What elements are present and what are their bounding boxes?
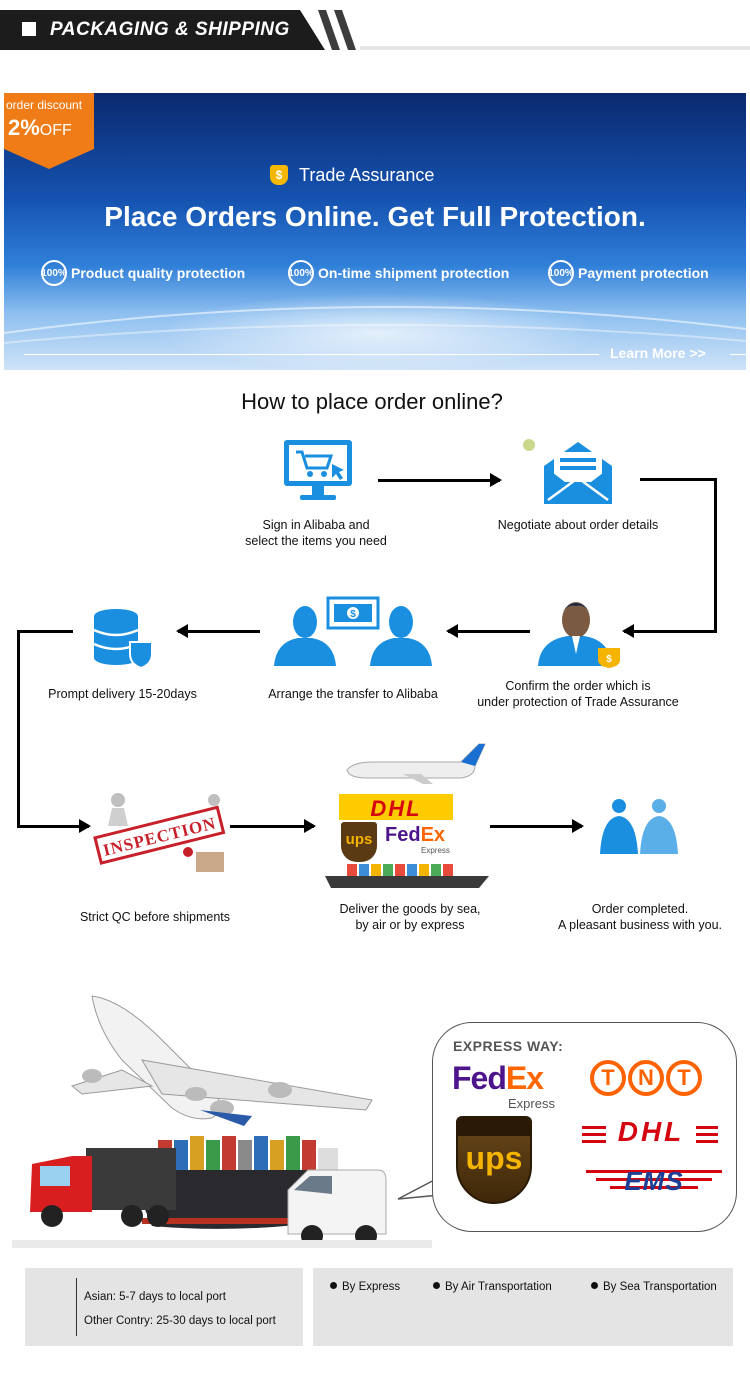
ups-logo: ups	[456, 1116, 532, 1204]
section-header: PACKAGING & SHIPPING	[0, 10, 750, 54]
step-delivery-caption: Prompt delivery 15-20days	[48, 687, 197, 701]
flow-arrow-7	[490, 819, 584, 833]
percent-badge-icon: 100%	[288, 260, 314, 286]
ems-logo: EMS	[586, 1166, 722, 1200]
percent-badge-icon: 100%	[548, 260, 574, 286]
step-qc-caption: Strict QC before shipments	[79, 910, 231, 924]
banner-light-streaks	[4, 305, 746, 344]
header-rule	[360, 46, 750, 50]
learn-more-rule-end	[730, 354, 746, 355]
method-sea: By Sea Transportation	[591, 1281, 717, 1293]
step-deliver-caption: Deliver the goods by sea,by air or by ex…	[339, 902, 481, 932]
cargo-plane-icon	[70, 995, 373, 1126]
delivery-time-box	[25, 1268, 303, 1346]
dhl-logo: DHL	[582, 1116, 718, 1148]
flow-arrow-1	[378, 473, 502, 487]
step-negotiate-caption: Negotiate about order details	[497, 518, 659, 532]
delivery-asian: Asian: 5-7 days to local port	[84, 1291, 226, 1303]
header-square-icon	[22, 22, 36, 36]
money-transfer-icon: $	[274, 596, 432, 666]
tnt-logo: T N T	[590, 1060, 706, 1100]
database-shield-icon	[93, 609, 153, 670]
flow-connector-left	[17, 630, 20, 828]
express-way-title: EXPRESS WAY:	[453, 1038, 564, 1054]
trade-assurance-shield-icon: $	[270, 165, 288, 185]
trade-assurance-banner[interactable]: order discount 2%OFF $ Trade Assurance P…	[4, 93, 746, 370]
method-express: By Express	[330, 1281, 400, 1293]
delivery-method-box	[313, 1268, 733, 1346]
flow-arrow-2	[622, 624, 717, 638]
flow-connector-left-top	[17, 630, 73, 633]
transport-illustration	[12, 995, 432, 1248]
fedex-logo: FedEx Express	[452, 1060, 555, 1111]
bullet-icon	[433, 1282, 440, 1289]
flow-arrow-3	[446, 624, 530, 638]
van-icon	[287, 1169, 387, 1247]
banner-glow	[154, 293, 604, 370]
fedex-logo-small: FedEx Express	[385, 824, 450, 855]
ups-logo-small: ups	[341, 822, 377, 862]
flow-connector-top	[640, 478, 717, 481]
inspection-stamp-icon: INSPECTION	[93, 793, 226, 872]
bullet-icon	[330, 1282, 337, 1289]
agent-shield-icon: $	[538, 602, 620, 668]
step-completed-caption: Order completed.A pleasant business with…	[558, 902, 722, 932]
flow-connector-right	[714, 478, 717, 633]
discount-value: 2%OFF	[8, 115, 72, 140]
banner-headline: Place Orders Online. Get Full Protection…	[104, 201, 646, 232]
flow-arrow-6	[230, 819, 316, 833]
learn-more-link[interactable]: Learn More >>	[610, 345, 706, 361]
discount-label: order discount	[6, 98, 83, 112]
bullet-icon	[591, 1282, 598, 1289]
shopping-cart-monitor-icon	[284, 440, 352, 500]
protection-shipment: 100%On-time shipment protection	[288, 260, 509, 286]
flow-arrow-4	[176, 624, 260, 638]
bubble-tail	[397, 1176, 441, 1200]
percent-badge-icon: 100%	[41, 260, 67, 286]
protection-payment: 100%Payment protection	[548, 260, 709, 286]
two-people-icon	[600, 799, 678, 854]
trade-assurance-title: Trade Assurance	[299, 165, 435, 185]
header-title: PACKAGING & SHIPPING	[50, 19, 290, 40]
svg-text:$: $	[350, 609, 356, 620]
learn-more-rule	[24, 354, 599, 355]
svg-text:$: $	[606, 654, 612, 665]
flow-title: How to place order online?	[241, 389, 503, 414]
truck-icon	[30, 1148, 176, 1227]
method-air: By Air Transportation	[433, 1281, 552, 1293]
protection-quality: 100%Product quality protection	[41, 260, 245, 286]
flow-arrow-5	[17, 819, 91, 833]
envelope-icon	[523, 439, 612, 504]
header-band	[0, 10, 325, 50]
dhl-logo-small: DHL	[339, 794, 453, 821]
airplane-icon	[346, 743, 486, 784]
delivery-other: Other Contry: 25-30 days to local port	[84, 1315, 276, 1327]
cargo-ship-icon	[325, 864, 489, 888]
carriers-collage-icon: DHL ups FedEx Express	[323, 740, 493, 890]
step-transfer-caption: Arrange the transfer to Alibaba	[268, 687, 438, 701]
delivery-time-divider	[76, 1278, 77, 1336]
